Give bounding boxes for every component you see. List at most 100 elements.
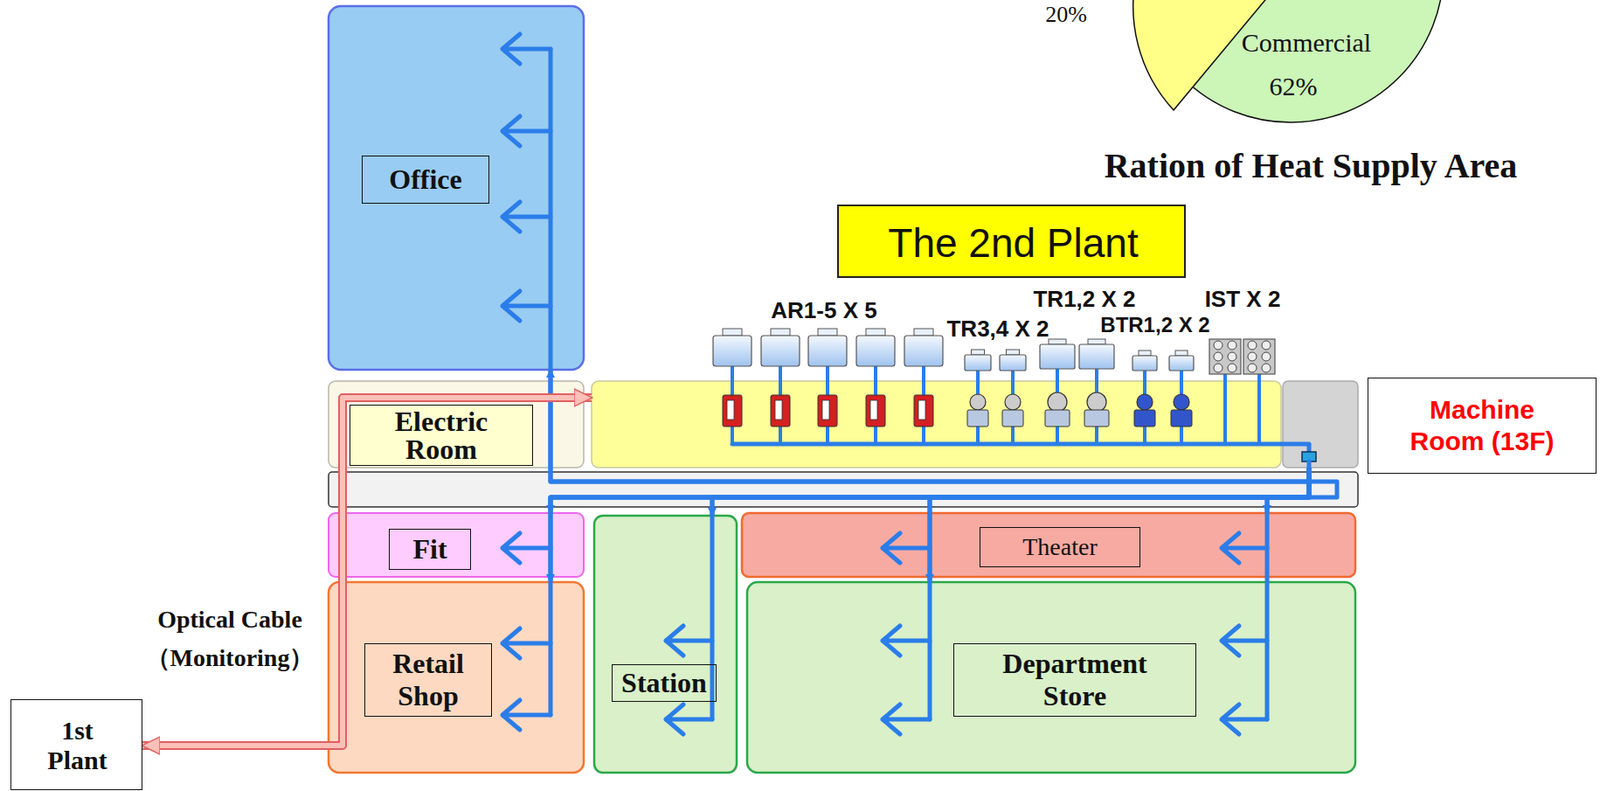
node-label: Machine Room (13F) xyxy=(1367,377,1597,474)
cooling-tower xyxy=(904,335,943,367)
retail-area: Retail Shop xyxy=(328,581,584,773)
absorption-chiller xyxy=(914,394,934,427)
absorption-chiller xyxy=(722,394,742,427)
fit-area: Fit xyxy=(328,512,584,577)
equipment-label: TR3,4 X 2 xyxy=(946,315,1049,343)
outlet-arrow xyxy=(502,290,551,321)
node-label: Theater xyxy=(979,526,1141,568)
pie-chart xyxy=(1133,0,1444,123)
chiller-panel xyxy=(918,400,926,420)
chiller-base xyxy=(1084,409,1109,427)
pipe-line xyxy=(929,467,1310,582)
node-label: Department Store xyxy=(953,643,1197,717)
equipment-label: TR1,2 X 2 xyxy=(1032,285,1136,313)
tower-cap xyxy=(722,328,742,336)
pipe-connector xyxy=(550,467,1310,582)
equipment-label: AR1-5 X 5 xyxy=(770,297,877,325)
equipment-label: BTR1,2 X 2 xyxy=(1100,312,1210,338)
cooling-tower xyxy=(713,335,752,367)
drawing-stroke xyxy=(1213,363,1223,373)
machine-room: Machine Room (13F) xyxy=(591,380,1358,468)
drawing-stroke xyxy=(1227,352,1237,361)
tower-cap xyxy=(1087,339,1106,345)
node-label: Fit xyxy=(388,528,471,570)
heat-pipes xyxy=(502,34,1337,735)
outlet-arrow xyxy=(1221,625,1268,656)
chiller-base xyxy=(1134,409,1156,427)
chiller-base xyxy=(1170,409,1192,427)
turbo-chiller xyxy=(1004,394,1021,410)
ice-storage-tank xyxy=(1209,339,1241,375)
drawing-stroke xyxy=(1213,340,1223,350)
tower-cap xyxy=(1138,350,1151,356)
node-label: The 2nd Plant xyxy=(880,217,1145,269)
theater-area: Theater xyxy=(741,512,1356,577)
tower-cap xyxy=(1048,339,1067,345)
cable-label: Optical Cable xyxy=(157,605,303,634)
pipe-connector xyxy=(712,467,1310,516)
pie-segment-label: Commercial xyxy=(1241,27,1372,58)
tower-cap xyxy=(971,349,985,355)
node-label: Retail Shop xyxy=(364,643,492,717)
turbo-chiller xyxy=(1136,394,1153,410)
pipe-line xyxy=(712,467,1310,516)
chiller-panel xyxy=(775,400,783,420)
outlet-arrow xyxy=(502,628,551,659)
outlet-arrow xyxy=(502,34,551,64)
electric-room: Electric Room xyxy=(328,380,584,468)
percent-label: 20% xyxy=(1045,1,1088,28)
drawing-stroke xyxy=(1261,340,1271,350)
office-area: Office xyxy=(328,6,584,370)
drawing-stroke xyxy=(1247,340,1257,350)
cable-label: （Monitoring） xyxy=(145,641,315,675)
chiller-base xyxy=(1045,409,1070,427)
drawing-stroke xyxy=(1261,363,1271,373)
drawing-stroke xyxy=(1213,352,1223,361)
equipment-label: IST X 2 xyxy=(1205,285,1282,313)
node-label: 1st Plant xyxy=(26,713,130,777)
cable-core xyxy=(142,397,592,746)
tower-cap xyxy=(1006,349,1020,355)
cooling-tower xyxy=(1039,344,1075,369)
turbo-chiller xyxy=(1173,394,1190,410)
cooling-tower xyxy=(999,354,1026,371)
drawing-stroke xyxy=(1261,352,1271,361)
node-label: Electric Room xyxy=(349,404,534,466)
chart-title: Ration of Heat Supply Area xyxy=(1104,145,1518,187)
plant-title-box: The 2nd Plant xyxy=(837,204,1186,278)
outlet-arrow xyxy=(1221,704,1268,735)
pipe-line xyxy=(550,369,1310,482)
chiller-base xyxy=(1002,409,1024,427)
chiller-base xyxy=(967,409,989,427)
cooling-tower xyxy=(808,335,847,367)
turbo-chiller xyxy=(1087,392,1107,412)
drawing-stroke xyxy=(1227,340,1237,350)
drawing-stroke xyxy=(1247,352,1257,361)
outlet-arrow xyxy=(502,699,551,730)
tower-cap xyxy=(1175,350,1188,356)
chiller-panel xyxy=(870,400,878,420)
department-store-area: Department Store xyxy=(747,581,1356,773)
cooling-tower xyxy=(1079,344,1115,369)
first-plant-box: 1st Plant xyxy=(10,699,143,790)
cable-outline xyxy=(142,397,592,746)
pipe-connector xyxy=(1267,467,1310,513)
tower-cap xyxy=(817,328,838,336)
drawing-stroke xyxy=(1257,374,1261,444)
outlet-arrow xyxy=(502,116,551,146)
cooling-tower xyxy=(856,335,895,367)
outlet-arrow xyxy=(882,625,930,656)
outlet-arrow xyxy=(665,625,713,656)
chiller-panel xyxy=(727,400,735,420)
floor-regions xyxy=(328,6,1358,773)
cooling-tower xyxy=(1169,355,1194,371)
pipe-connector xyxy=(550,369,1310,482)
node-label: Station xyxy=(611,664,717,702)
ice-storage-tank xyxy=(1243,339,1275,375)
tower-cap xyxy=(865,328,886,336)
drawing-stroke xyxy=(1223,374,1227,444)
drawing-stroke xyxy=(1247,363,1257,373)
